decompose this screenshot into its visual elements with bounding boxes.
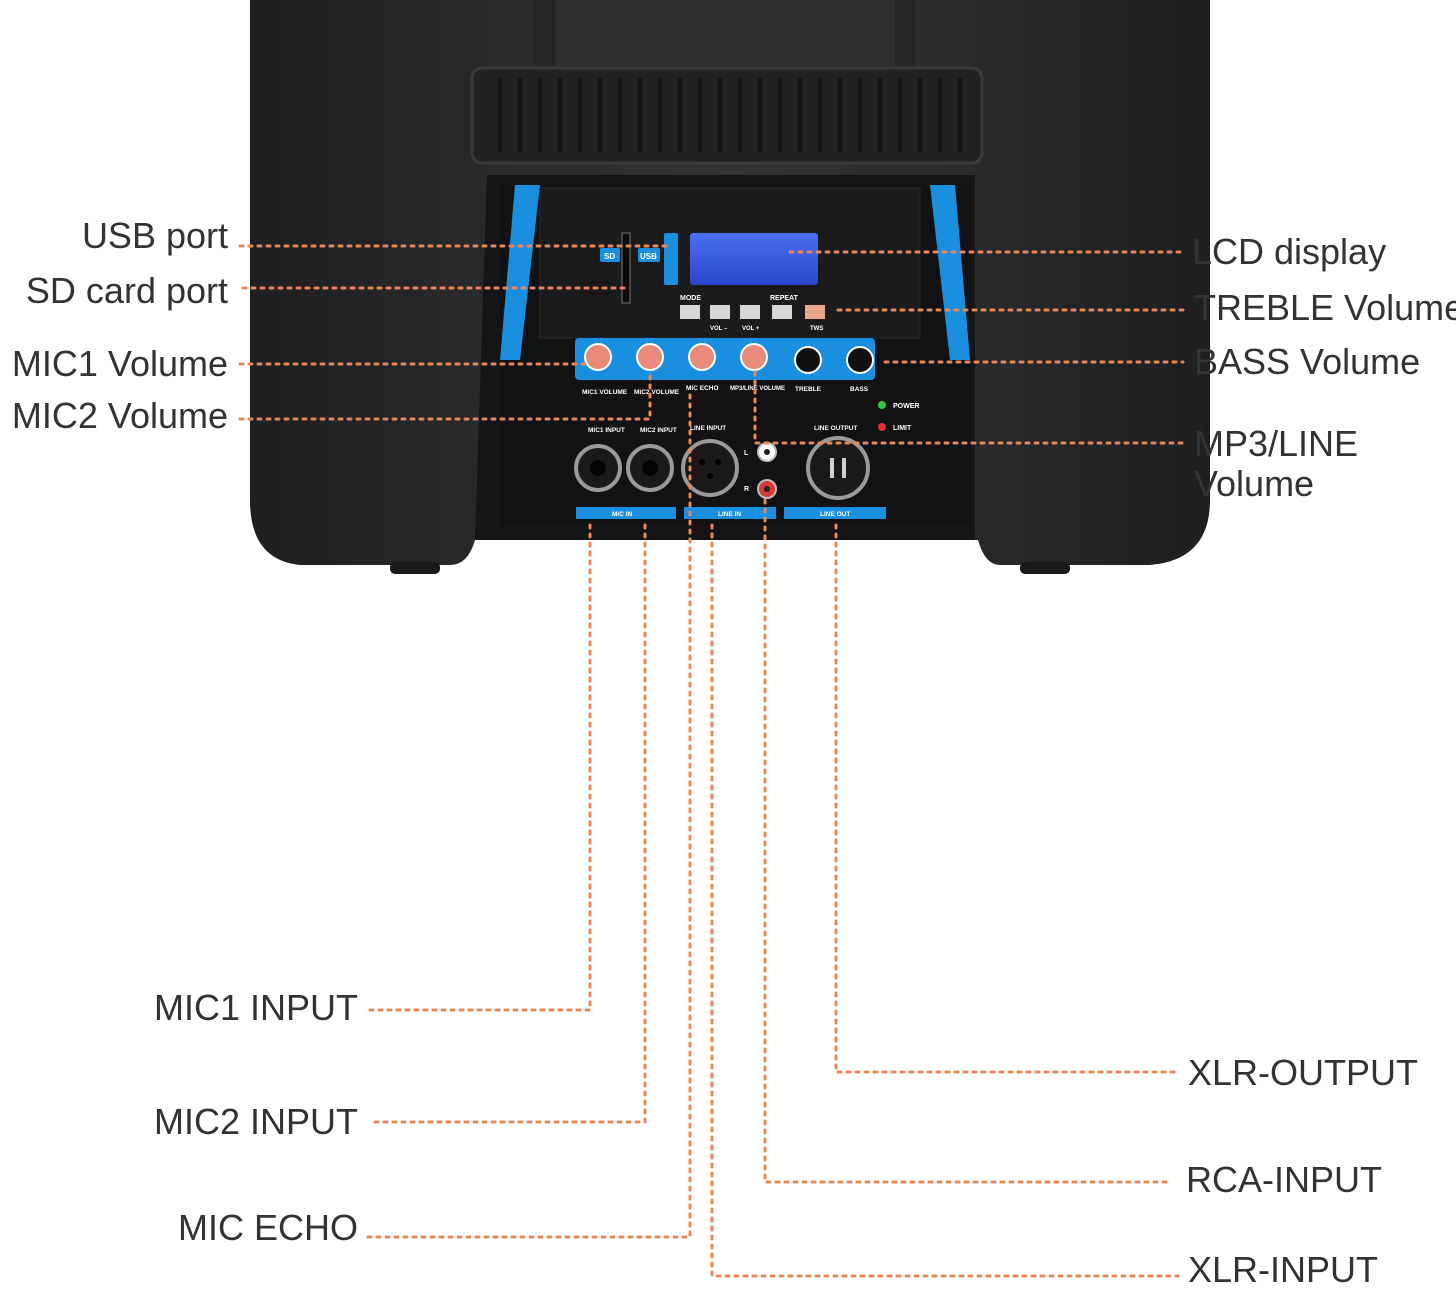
panel-mode-label: MODE — [680, 295, 701, 302]
xlr-input-jack[interactable] — [681, 439, 739, 497]
panel-limit-label: LIMIT — [893, 425, 912, 432]
sd-card-slot[interactable] — [621, 232, 631, 304]
panel-l-label: L — [744, 450, 749, 457]
callout-bass-volume: BASS Volume — [1194, 341, 1421, 382]
mp3-line-volume-leader — [753, 370, 1185, 445]
limit-led — [878, 423, 886, 431]
mic-echo-knob[interactable] — [688, 343, 716, 371]
treble-knob[interactable] — [794, 346, 822, 374]
panel-mic2-input-label: MIC2 INPUT — [640, 427, 677, 434]
mic1-jack[interactable] — [574, 444, 622, 492]
panel-bass-label: BASS — [850, 386, 869, 393]
panel-vol-minus-label: VOL – — [710, 326, 728, 332]
callout-lcd-display: LCD display — [1192, 231, 1387, 272]
panel-line-in-label: LINE IN — [718, 511, 741, 518]
callout-mic2-volume: MIC2 Volume — [11, 395, 228, 436]
mic1-volume-knob[interactable] — [584, 343, 612, 371]
mic2-volume-leader — [238, 368, 652, 421]
callout-xlr-input: XLR-INPUT — [1188, 1249, 1379, 1290]
callout-mp3-line-volume-line2: Volume — [1194, 463, 1315, 504]
player-buttons — [680, 305, 825, 319]
callout-treble-volume: TREBLE Volume — [1194, 287, 1456, 328]
panel-tws-label: TWS — [810, 326, 823, 332]
rca-left-jack[interactable] — [757, 442, 777, 462]
mic2-jack[interactable] — [626, 444, 674, 492]
panel-sd-label: SD — [604, 252, 615, 261]
usb-port[interactable] — [664, 233, 678, 285]
bass-knob[interactable] — [846, 346, 874, 374]
panel-power-label: POWER — [893, 403, 919, 410]
panel-mp3-line-volume-label: MP3/LINE VOLUME — [730, 386, 785, 392]
next-vol-plus-button[interactable] — [740, 305, 760, 319]
mic2-input-leader — [371, 523, 647, 1124]
xlr-input-leader — [710, 523, 1180, 1278]
callout-usb-port: USB port — [81, 215, 228, 256]
panel-mic1-input-label: MIC1 INPUT — [588, 427, 625, 434]
power-led — [878, 401, 886, 409]
panel-usb-label: USB — [640, 252, 657, 261]
panel-line-output-label: LINE OUTPUT — [814, 425, 857, 432]
callout-mic1-input: MIC1 INPUT — [153, 987, 358, 1028]
mic1-input-leader — [368, 523, 592, 1012]
callout-mp3-line-volume-line1: MP3/LINE — [1194, 423, 1359, 464]
callout-sd-card-port: SD card port — [25, 270, 228, 311]
panel-mic1-volume-label: MIC1 VOLUME — [582, 389, 628, 396]
rca-right-jack[interactable] — [757, 479, 777, 499]
panel-line-input-label: LINE INPUT — [690, 425, 726, 432]
play-pause-tws-button[interactable] — [805, 305, 825, 319]
panel-vol-plus-label: VOL + — [742, 326, 760, 332]
panel-mic-in-label: MIC IN — [612, 511, 633, 518]
mic-echo-leader — [363, 393, 692, 1239]
repeat-button[interactable] — [772, 305, 792, 319]
xlr-output-leader — [834, 523, 1177, 1074]
callout-mic2-input: MIC2 INPUT — [153, 1101, 358, 1142]
lcd-display — [690, 233, 818, 285]
carry-handle[interactable] — [470, 66, 984, 165]
panel-line-out-label: LINE OUT — [820, 511, 850, 518]
prev-vol-minus-button[interactable] — [710, 305, 730, 319]
mode-button[interactable] — [680, 305, 700, 319]
callout-xlr-output: XLR-OUTPUT — [1188, 1052, 1419, 1093]
mic2-volume-knob[interactable] — [636, 343, 664, 371]
panel-repeat-label: REPEAT — [770, 295, 799, 302]
panel-mic-echo-label: MIC ECHO — [686, 385, 719, 392]
panel-r-label: R — [744, 486, 749, 493]
knobs — [584, 343, 874, 374]
mp3-line-volume-knob[interactable] — [740, 343, 768, 371]
xlr-output-jack[interactable] — [806, 436, 870, 500]
rca-input-leader — [763, 498, 1170, 1184]
panel-treble-label: TREBLE — [795, 386, 822, 393]
callout-rca-input: RCA-INPUT — [1186, 1159, 1382, 1200]
leader-lines — [238, 244, 1185, 1278]
callout-mic-echo: MIC ECHO — [178, 1207, 358, 1248]
callout-mic1-volume: MIC1 Volume — [11, 343, 228, 384]
panel-mic2-volume-label: MIC2 VOLUME — [634, 389, 680, 396]
